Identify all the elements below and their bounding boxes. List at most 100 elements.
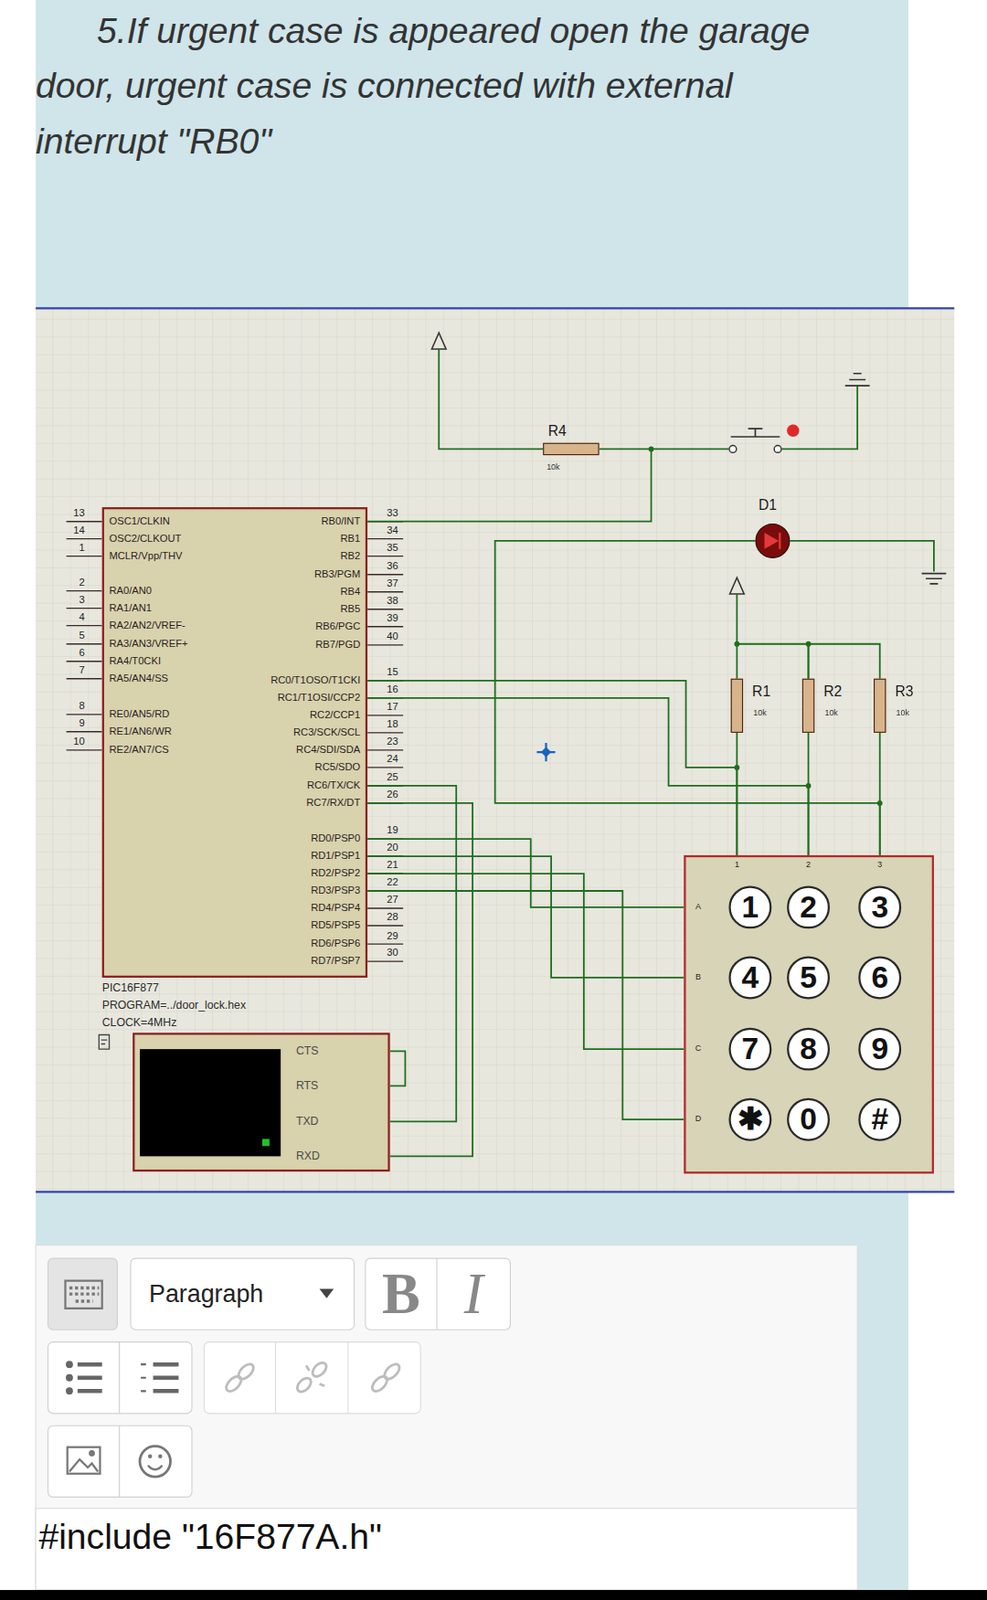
pin-name: RTS	[296, 1080, 319, 1092]
pin-name: RA2/AN2/VREF-	[109, 620, 186, 631]
terminal-screen	[139, 1049, 281, 1157]
format-dropdown: Paragraph	[130, 1258, 355, 1330]
key-label: 0	[799, 1103, 818, 1136]
pin-name: MCLR/Vpp/THV	[109, 551, 183, 562]
pin-name: RA1/AN1	[109, 603, 153, 614]
power-terminal	[730, 577, 745, 595]
pin-number: 4	[78, 612, 85, 623]
key-label: 4	[742, 962, 760, 994]
pin-name: RD1/PSP1	[310, 850, 361, 861]
button-group	[47, 1342, 192, 1414]
keypad-key: 7	[728, 1028, 772, 1072]
part-property: CLOCK=4MHz	[102, 1017, 178, 1029]
emoji-icon	[148, 1454, 152, 1459]
part-property: PIC16F877	[102, 982, 160, 994]
pin-name: RC1/T1OSI/CCP2	[277, 692, 361, 703]
pin-name: RC4/SDI/SDA	[296, 744, 361, 755]
pin-name: RC7/RX/DT	[306, 797, 361, 808]
pin-number: 28	[386, 912, 398, 923]
pin-name: RB3/PGM	[314, 569, 361, 580]
resistor-symbol: R210k	[802, 679, 815, 733]
keypad-key: 2	[786, 885, 830, 929]
pin-name: D	[695, 1115, 701, 1125]
wire	[367, 856, 684, 978]
key-label: 3	[870, 891, 889, 924]
pin-name: RC6/TX/CK	[307, 780, 361, 791]
pin-number: 8	[78, 700, 85, 712]
switch-state-dot	[786, 424, 799, 437]
pin-name: B	[695, 973, 701, 982]
pin-name: 3	[877, 861, 882, 871]
keypad-key: 6	[858, 955, 902, 999]
pin-number: 33	[386, 508, 398, 519]
pin-name: RD0/PSP0	[310, 833, 361, 844]
cursor-crosshair	[541, 747, 552, 758]
pin-name: RD3/PSP3	[310, 885, 361, 896]
terminal-indicator	[262, 1138, 270, 1147]
pin-number: 20	[386, 843, 398, 854]
editor-panel	[35, 1245, 858, 1591]
pin-name: RA4/T0CKI	[109, 656, 161, 667]
pin-number: 9	[78, 718, 85, 729]
part-value: 10k	[546, 463, 560, 472]
emoji-icon	[158, 1454, 162, 1459]
pin-number: 29	[386, 931, 398, 942]
dropdown-caret	[319, 1289, 335, 1299]
resistor-symbol: R310k	[873, 679, 886, 733]
key-label: #	[870, 1103, 889, 1136]
pin-name: C	[695, 1045, 701, 1054]
part-value: 10k	[896, 709, 910, 718]
pin-number: 3	[78, 594, 85, 605]
keypad-key: 9	[858, 1028, 902, 1072]
pin-lines	[367, 521, 404, 962]
pin-name: RC2/CCP1	[309, 710, 361, 721]
wire	[367, 873, 684, 1050]
bottom-bar	[0, 1590, 987, 1600]
key-label: 5	[799, 962, 818, 994]
part-icon	[98, 1034, 109, 1050]
key-label: 1	[742, 891, 760, 924]
pin-number: 24	[386, 753, 398, 765]
numbered-list-icon	[153, 1364, 180, 1391]
wire	[736, 644, 808, 680]
led-symbol: D1	[754, 523, 790, 559]
pin-name: RB6/PGC	[315, 621, 361, 632]
button-group	[47, 1425, 192, 1497]
link-icons	[223, 1360, 403, 1395]
pin-name: RB5	[340, 604, 361, 615]
pin-number: 22	[386, 877, 398, 888]
button-label: I	[464, 1265, 484, 1324]
pin-name: RA5/AN4/SS	[109, 673, 170, 684]
keypad-key: 0	[786, 1098, 830, 1142]
pin-name: 2	[806, 861, 811, 871]
wire	[735, 594, 738, 645]
switch-contact	[774, 445, 782, 454]
schematic-sheet	[35, 307, 955, 1192]
keypad-key: 3	[858, 885, 902, 929]
key-label: 6	[870, 962, 889, 994]
pin-number: 37	[386, 578, 398, 589]
pushbutton-symbol	[731, 428, 781, 437]
italic-button: I	[436, 1258, 510, 1330]
button-divider	[435, 1258, 437, 1330]
pin-number: 21	[386, 860, 398, 871]
button-group	[365, 1258, 511, 1330]
pin-number: 6	[78, 647, 85, 658]
button-divider	[275, 1342, 349, 1414]
pin-name: RB7/PGD	[315, 639, 361, 650]
keypad-key: 5	[786, 955, 830, 999]
wire	[789, 541, 934, 573]
editor-content: #include "16F877A.h"	[35, 1508, 858, 1591]
keyboard-icon	[69, 1287, 99, 1302]
wire	[367, 891, 684, 1120]
pin-name: TXD	[296, 1115, 319, 1127]
pin-name: RD4/PSP4	[310, 902, 361, 913]
part-reference: R3	[894, 683, 913, 699]
pin-name: RB2	[340, 551, 361, 562]
image-icon	[69, 1459, 98, 1472]
key-label: 7	[742, 1033, 760, 1065]
pin-number: 23	[386, 736, 398, 747]
pin-number: 36	[386, 561, 398, 572]
pin-name: RB4	[340, 586, 361, 597]
